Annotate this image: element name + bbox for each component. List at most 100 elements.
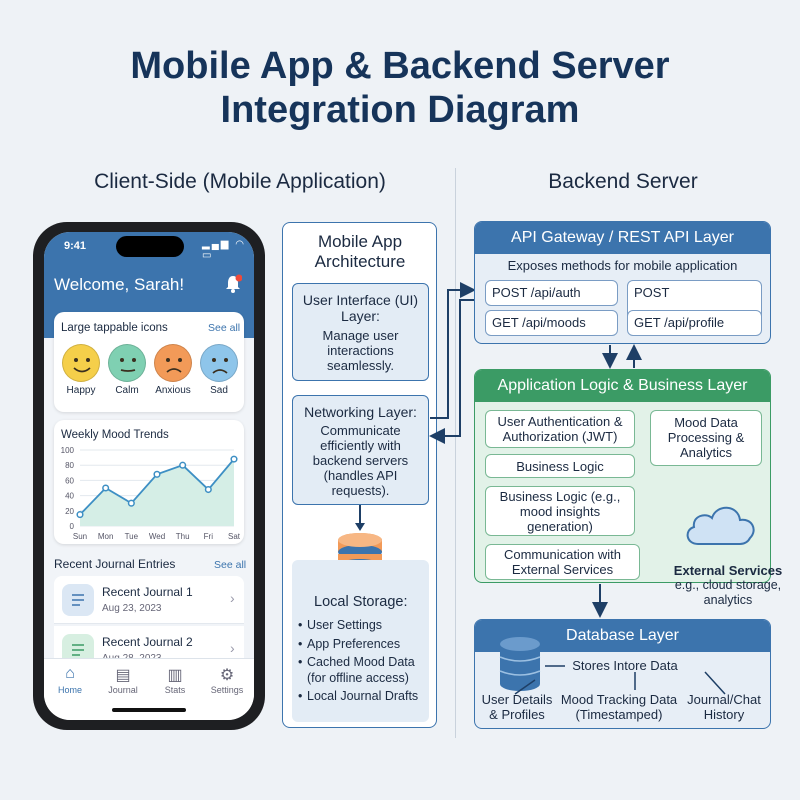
storage-item: User Settings: [298, 618, 428, 634]
mood-label: Calm: [115, 385, 139, 396]
db-item-journal: Journal/Chat History: [687, 692, 761, 722]
home-icon: ⌂: [65, 665, 75, 682]
section-divider: [455, 168, 456, 738]
nav-settings[interactable]: ⚙Settings: [201, 665, 253, 695]
y-tick-label: 80: [65, 461, 74, 470]
journal-title: Recent Journal Entries: [54, 557, 176, 571]
status-time: 9:41: [64, 240, 87, 252]
endpoint-moods: GET /api/moods: [485, 310, 618, 336]
trend-point: [153, 470, 161, 478]
gear-icon: ⚙: [219, 667, 235, 684]
y-tick-label: 0: [70, 522, 75, 531]
insights-box: Business Logic (e.g., mood insights gene…: [485, 486, 635, 536]
journal-icon: ▤: [115, 667, 131, 684]
nav-home[interactable]: ⌂ Home: [44, 665, 96, 695]
y-tick-label: 60: [65, 476, 74, 485]
architecture-title: Mobile App Architecture: [314, 232, 406, 271]
x-tick-label: Wed: [149, 532, 165, 541]
chevron-right-icon: ›: [230, 590, 235, 606]
trend-area: [80, 459, 234, 526]
network-layer-title: Networking Layer:: [304, 404, 417, 420]
endpoint-profile: GET /api/profile: [627, 310, 762, 336]
bottom-nav: ⌂ Home ▤Journal ▥Stats ⚙Settings: [44, 658, 254, 720]
mood-analytics-box: Mood Data Processing & Analytics: [650, 410, 762, 466]
database-stores-text: Stores Intore Data: [572, 658, 678, 673]
trend-point: [179, 461, 187, 469]
trend-point: [102, 484, 110, 492]
api-gateway-panel: API Gateway / REST API Layer Exposes met…: [474, 221, 771, 344]
home-indicator: [112, 708, 186, 712]
trend-point: [230, 455, 238, 463]
x-tick-label: Tue: [125, 532, 139, 541]
mood-calm-icon[interactable]: [108, 344, 146, 382]
database-panel: Database Layer Stores Intore Data User D…: [474, 619, 771, 729]
journal-entry-title: Recent Journal 2: [102, 635, 193, 649]
diagram-title-line2: Integration Diagram: [220, 89, 580, 131]
status-icons: ▂▄▆ ◠ ▭: [202, 239, 246, 261]
nav-settings-label: Settings: [210, 685, 244, 695]
network-layer-box: Networking Layer: Communicate efficientl…: [292, 395, 429, 505]
storage-item: Local Journal Drafts: [298, 689, 428, 705]
endpoint-auth: POST /api/auth: [485, 280, 618, 306]
bell-icon[interactable]: [224, 274, 242, 294]
journal-entry[interactable]: Recent Journal 1 Aug 23, 2023 ›: [54, 576, 244, 624]
x-tick-label: Mon: [98, 532, 114, 541]
nav-home-label: Home: [57, 685, 82, 695]
storage-item: Cached Mood Data (for offline access): [298, 655, 428, 686]
chevron-right-icon: ›: [230, 640, 235, 656]
api-subtitle: Exposes methods for mobile application: [507, 258, 738, 273]
welcome-text: Welcome, Sarah!: [54, 275, 185, 294]
trend-point: [204, 485, 212, 494]
nav-stats[interactable]: ▥Stats: [149, 665, 201, 695]
mood-label: Sad: [210, 385, 228, 396]
db-item-mood: Mood Tracking Data (Timestamped): [560, 692, 678, 722]
api-gateway-title: API Gateway / REST API Layer: [475, 222, 770, 254]
y-tick-label: 100: [61, 446, 75, 455]
backend-section-heading: Backend Server: [548, 170, 698, 193]
storage-list: User Settings App Preferences Cached Moo…: [298, 618, 428, 708]
x-tick-label: Sun: [73, 532, 87, 541]
trend-point: [127, 499, 135, 507]
x-tick-label: Thu: [176, 532, 190, 541]
network-layer-desc: Communicate efficiently with backend ser…: [312, 423, 409, 498]
x-tick-label: Sat: [228, 532, 241, 541]
y-tick-label: 20: [65, 507, 74, 516]
phone-screen: 9:41 ▂▄▆ ◠ ▭ Welcome, Sarah! Large tappa…: [44, 232, 254, 720]
document-icon: [62, 584, 94, 616]
nav-journal-label: Journal: [108, 685, 138, 695]
database-branch-lines: [514, 665, 726, 695]
nav-stats-label: Stats: [164, 685, 186, 695]
phone-notch: [116, 236, 184, 257]
external-services-desc: e.g., cloud storage, analytics: [674, 578, 782, 607]
storage-title: Local Storage:: [314, 594, 408, 610]
cloud-icon: [686, 506, 755, 545]
mood-icons-title: Large tappable icons: [61, 322, 168, 334]
trends-title: Weekly Mood Trends: [61, 429, 169, 441]
external-comm-box: Communication with External Services: [485, 544, 640, 580]
local-storage-box: Local Storage: User Settings App Prefere…: [292, 560, 429, 722]
journal-see-all-link[interactable]: See all: [214, 559, 247, 571]
auth-box: User Authentication & Authorization (JWT…: [485, 410, 635, 448]
x-tick-label: Fri: [204, 532, 214, 541]
ui-layer-box: User Interface (UI) Layer: Manage user i…: [292, 283, 429, 381]
mood-see-all-link[interactable]: See all: [208, 322, 241, 334]
y-tick-label: 40: [65, 492, 74, 501]
client-section-heading: Client-Side (Mobile Application): [94, 170, 386, 193]
database-icon: [499, 637, 541, 691]
stats-icon: ▥: [167, 667, 183, 684]
mood-happy-icon[interactable]: [62, 344, 100, 382]
mood-anxious-icon[interactable]: [154, 344, 192, 382]
journal-entry-date: Aug 23, 2023: [102, 603, 162, 614]
database-title: Database Layer: [475, 620, 770, 652]
business-logic-box: Business Logic: [485, 454, 635, 478]
external-services-title: External Services: [673, 563, 783, 578]
mood-sad-icon[interactable]: [200, 344, 238, 382]
nav-journal[interactable]: ▤Journal: [97, 665, 149, 695]
mood-label: Anxious: [155, 385, 191, 396]
storage-item: App Preferences: [298, 637, 428, 653]
ui-layer-title: User Interface (UI) Layer:: [302, 292, 419, 324]
business-logic-panel: Application Logic & Business Layer User …: [474, 369, 771, 583]
